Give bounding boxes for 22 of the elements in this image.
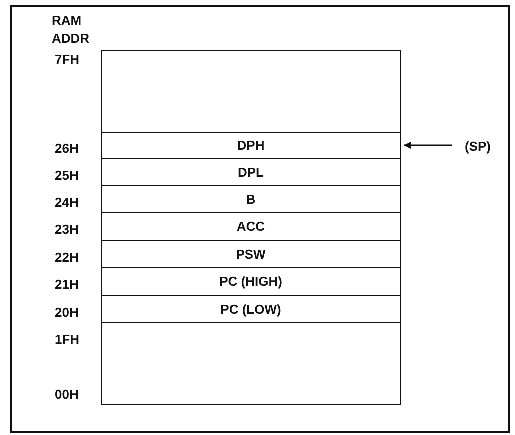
stack-cell: PC (LOW) (101, 295, 401, 323)
stack-cell: PSW (101, 240, 401, 268)
stack-cell: ACC (101, 212, 401, 241)
stack-cell: DPL (101, 158, 401, 186)
column-heading: RAM ADDR (52, 12, 88, 48)
address-label: 25H (55, 168, 79, 183)
address-label: 22H (55, 250, 79, 265)
address-label: 7FH (55, 52, 80, 67)
address-label: 23H (55, 222, 79, 237)
pointer-label: (SP) (465, 138, 491, 154)
address-label: 26H (55, 141, 79, 156)
arrow (404, 142, 452, 150)
address-label: 24H (55, 195, 79, 210)
address-label: 21H (55, 277, 79, 292)
address-label: 00H (55, 387, 79, 402)
stack-cell: DPH (101, 132, 401, 159)
stack-cell: PC (HIGH) (101, 267, 401, 296)
memory-region (101, 322, 401, 405)
memory-region (101, 50, 401, 133)
address-label: 1FH (55, 332, 80, 347)
address-label: 20H (55, 305, 79, 320)
stack-cell: B (101, 185, 401, 213)
